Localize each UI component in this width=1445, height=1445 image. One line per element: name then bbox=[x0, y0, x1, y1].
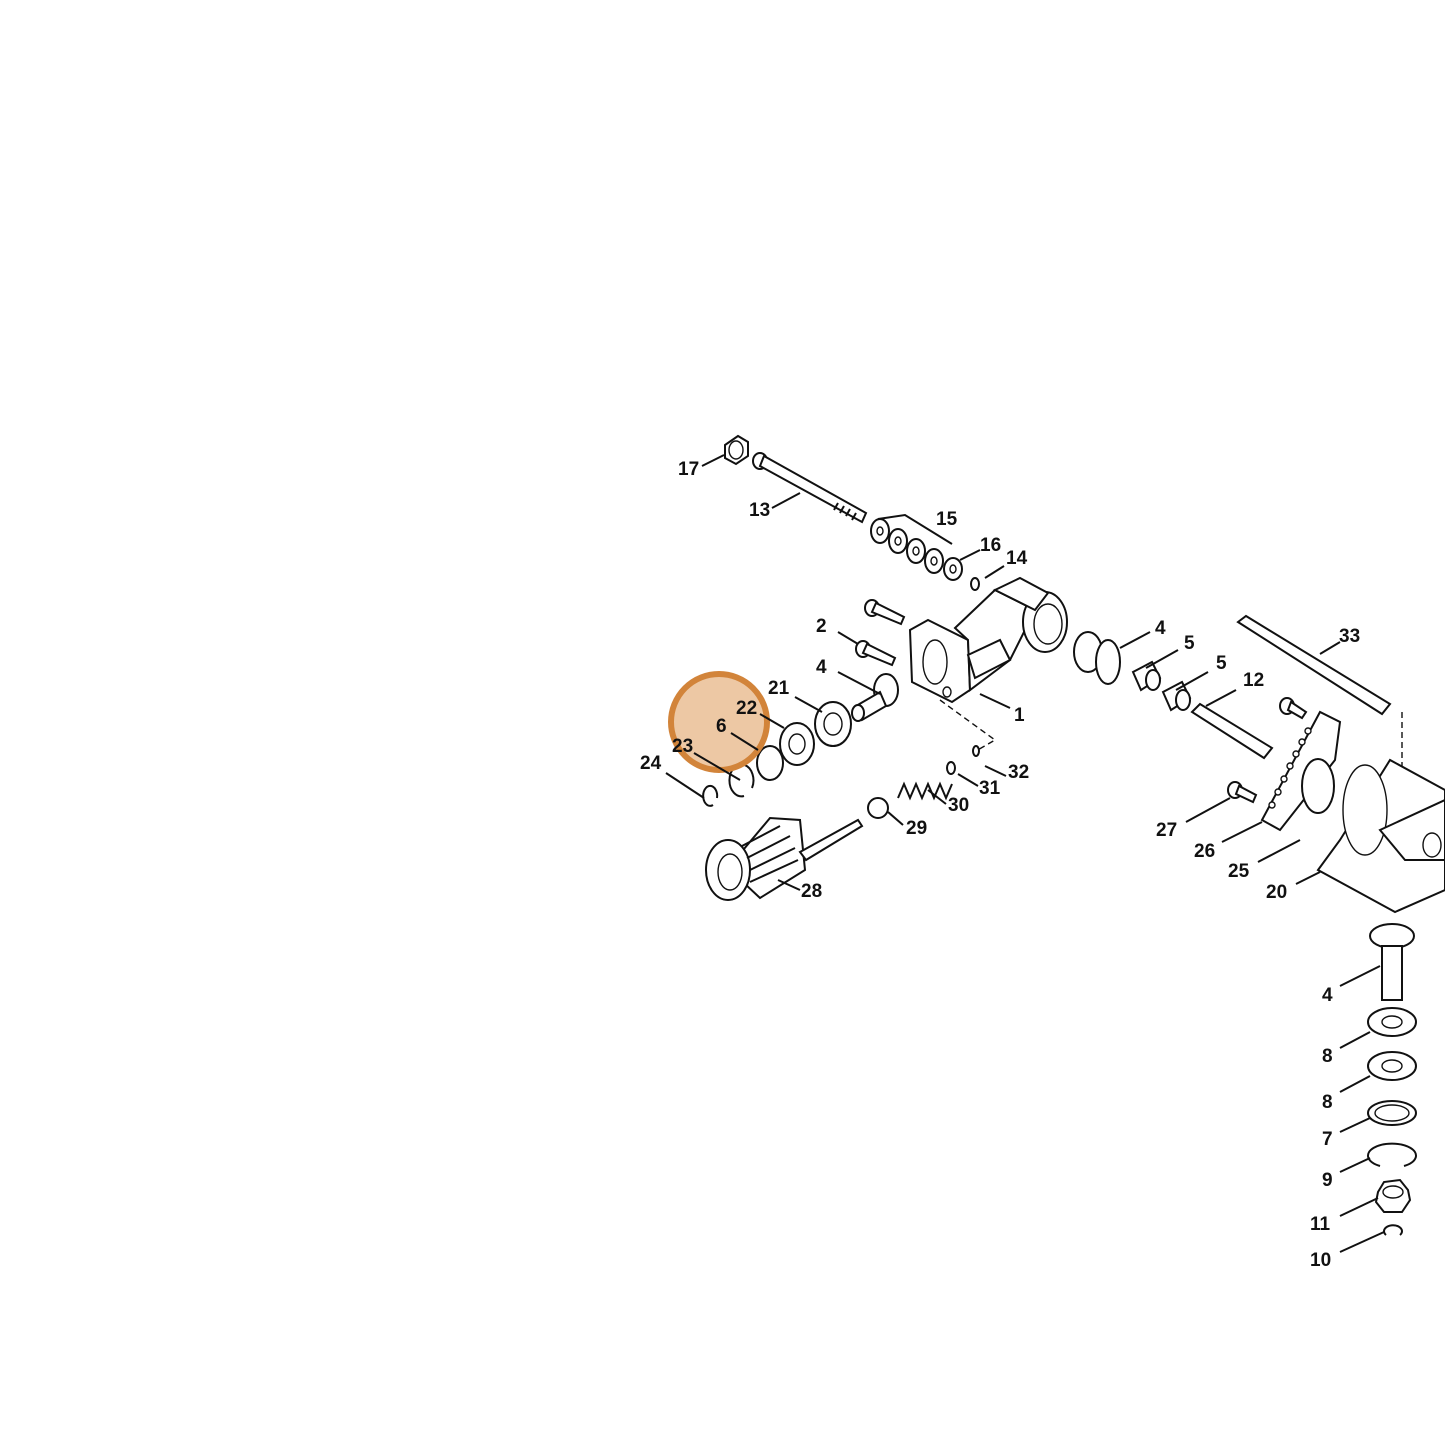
part-14-ring[interactable] bbox=[970, 577, 980, 591]
label-8-a[interactable]: 8 bbox=[1322, 1046, 1333, 1067]
label-2[interactable]: 2 bbox=[816, 616, 827, 637]
label-33[interactable]: 33 bbox=[1339, 626, 1360, 647]
label-22[interactable]: 22 bbox=[736, 698, 757, 719]
part-25-o-ring[interactable] bbox=[1301, 758, 1335, 814]
part-16-washer[interactable] bbox=[943, 557, 963, 581]
part-5-bushing-a[interactable] bbox=[1131, 660, 1162, 692]
label-9[interactable]: 9 bbox=[1322, 1170, 1333, 1191]
label-26[interactable]: 26 bbox=[1194, 841, 1215, 862]
label-5-a[interactable]: 5 bbox=[1184, 633, 1195, 654]
label-15[interactable]: 15 bbox=[936, 509, 958, 530]
part-7-ring[interactable] bbox=[1367, 1100, 1417, 1126]
label-30[interactable]: 30 bbox=[948, 795, 969, 816]
label-4-left[interactable]: 4 bbox=[816, 657, 827, 678]
part-28-cover[interactable] bbox=[705, 816, 864, 901]
label-13[interactable]: 13 bbox=[749, 500, 770, 521]
part-10-small-circlip[interactable] bbox=[1383, 1224, 1403, 1236]
label-14[interactable]: 14 bbox=[1006, 548, 1028, 569]
label-11[interactable]: 11 bbox=[1310, 1214, 1331, 1235]
part-8-bearing-upper[interactable] bbox=[1367, 1007, 1417, 1037]
label-6[interactable]: 6 bbox=[716, 716, 727, 737]
part-4-bevel-gear-lower[interactable] bbox=[1369, 923, 1415, 1001]
label-25[interactable]: 25 bbox=[1228, 861, 1250, 882]
part-4-bevel-gear-right[interactable] bbox=[1073, 631, 1121, 685]
part-5-bushing-b[interactable] bbox=[1161, 680, 1192, 712]
label-8-b[interactable]: 8 bbox=[1322, 1092, 1333, 1113]
part-13-long-bolt[interactable] bbox=[752, 452, 868, 524]
part-29-nut[interactable] bbox=[867, 797, 889, 819]
part-30-spring[interactable] bbox=[897, 781, 953, 801]
label-5-b[interactable]: 5 bbox=[1216, 653, 1227, 674]
assembly-guide-line bbox=[939, 699, 997, 752]
part-20-lower-housing[interactable] bbox=[1316, 758, 1445, 914]
label-31[interactable]: 31 bbox=[979, 778, 1001, 799]
label-27[interactable]: 27 bbox=[1156, 820, 1177, 841]
part-22-bearing[interactable] bbox=[779, 722, 815, 766]
label-12[interactable]: 12 bbox=[1243, 670, 1264, 691]
label-10[interactable]: 10 bbox=[1310, 1250, 1331, 1271]
label-21[interactable]: 21 bbox=[768, 678, 790, 699]
part-4-pinion-left[interactable] bbox=[851, 673, 899, 722]
part-6-ring[interactable] bbox=[756, 745, 784, 781]
part-33-rod[interactable] bbox=[1236, 614, 1392, 716]
label-20[interactable]: 20 bbox=[1266, 882, 1287, 903]
label-23[interactable]: 23 bbox=[672, 736, 693, 757]
leader-lines bbox=[665, 454, 1385, 1253]
part-21-bearing[interactable] bbox=[814, 701, 852, 747]
label-32[interactable]: 32 bbox=[1008, 762, 1029, 783]
label-28[interactable]: 28 bbox=[801, 881, 822, 902]
part-9-circlip[interactable] bbox=[1367, 1142, 1417, 1167]
label-16[interactable]: 16 bbox=[980, 535, 1001, 556]
label-7[interactable]: 7 bbox=[1322, 1129, 1333, 1150]
part-24-circlip[interactable] bbox=[702, 784, 719, 807]
label-4-lower[interactable]: 4 bbox=[1322, 985, 1333, 1006]
part-15-washers[interactable] bbox=[870, 518, 944, 574]
part-12-shaft[interactable] bbox=[1190, 702, 1274, 760]
part-17-nut[interactable] bbox=[724, 434, 749, 466]
part-32-pin[interactable] bbox=[972, 745, 980, 757]
label-17[interactable]: 17 bbox=[678, 459, 699, 480]
label-4-right[interactable]: 4 bbox=[1155, 618, 1166, 639]
part-31-ring[interactable] bbox=[946, 761, 956, 775]
part-26-bracket[interactable] bbox=[1260, 710, 1342, 832]
label-1[interactable]: 1 bbox=[1014, 705, 1025, 726]
part-labels: 17 13 15 16 14 2 4 21 22 6 23 24 1 32 31… bbox=[640, 459, 1360, 1271]
part-27-screw[interactable] bbox=[1227, 697, 1308, 804]
part-8-bearing-lower[interactable] bbox=[1367, 1051, 1417, 1081]
label-24[interactable]: 24 bbox=[640, 753, 662, 774]
part-1-gear-housing[interactable] bbox=[908, 576, 1068, 704]
part-2-screws[interactable] bbox=[855, 599, 906, 667]
highlight-marker bbox=[668, 671, 770, 773]
label-29[interactable]: 29 bbox=[906, 818, 927, 839]
part-11-sprocket[interactable] bbox=[1374, 1178, 1412, 1213]
